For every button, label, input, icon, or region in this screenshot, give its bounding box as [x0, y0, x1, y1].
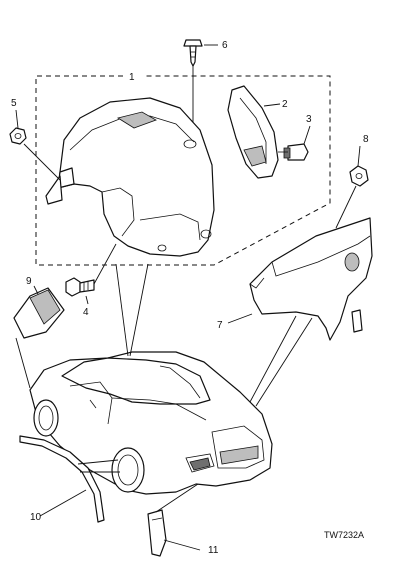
- callout-2-leader: [263, 103, 281, 107]
- liner-to-car-leader-a: [115, 263, 129, 357]
- callout-7-leader: [227, 313, 253, 324]
- car-body: [29, 351, 273, 495]
- moulding-leader-a: [77, 459, 119, 465]
- panel-to-car-leader-b: [255, 317, 313, 407]
- bracket-part: [227, 85, 279, 179]
- small-panel-part: [13, 287, 65, 339]
- connector-part: [278, 143, 309, 161]
- nut-part-right: [349, 165, 369, 187]
- callout-10: 10: [30, 512, 42, 523]
- drawing-reference: TW7232A: [324, 530, 364, 540]
- callout-1: 1: [129, 72, 135, 83]
- bolt-leader: [93, 243, 117, 285]
- callout-7: 7: [217, 320, 223, 331]
- wheel-arch-liner-part: [45, 97, 215, 257]
- callout-3: 3: [306, 114, 312, 125]
- nut-right-leader: [335, 185, 357, 229]
- callout-6: 6: [222, 40, 228, 51]
- callout-4: 4: [83, 307, 89, 318]
- bolt-part: [65, 277, 95, 297]
- callout-5-leader: [15, 109, 19, 129]
- callout-4-leader: [85, 295, 89, 305]
- push-clip-part: [183, 39, 203, 67]
- trim-panel-part: [249, 217, 373, 341]
- liner-to-car-leader-b: [129, 263, 149, 357]
- clip-to-car-leader: [155, 483, 199, 513]
- moulding-callout-leader: [39, 489, 87, 517]
- callout-8-leader: [357, 145, 361, 167]
- callout-8: 8: [363, 134, 369, 145]
- callout-11: 11: [208, 545, 219, 556]
- callout-5: 5: [11, 98, 17, 109]
- small-clip-part: [147, 509, 167, 557]
- clip-callout-leader: [163, 539, 201, 551]
- callout-2: 2: [282, 99, 288, 110]
- nut-part: [9, 127, 27, 145]
- nut-leader: [23, 143, 61, 181]
- group-boundary: [35, 75, 331, 266]
- callout-9-leader: [33, 285, 39, 295]
- callout-3-leader: [303, 125, 311, 145]
- small-panel-leader: [15, 337, 31, 389]
- panel-to-car-leader-a: [249, 315, 297, 403]
- moulding-strip-part: [19, 435, 105, 523]
- callout-9: 9: [26, 276, 32, 287]
